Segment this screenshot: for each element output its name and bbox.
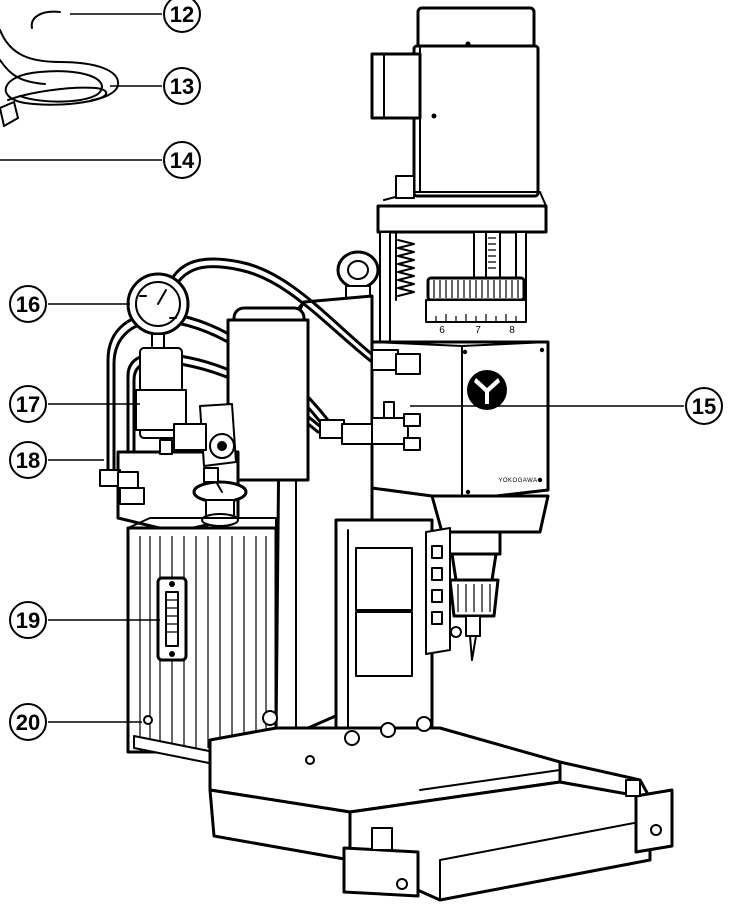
callout-18: 18 bbox=[9, 441, 47, 479]
pressure-gauge bbox=[126, 272, 190, 349]
callout-12-label: 12 bbox=[170, 2, 194, 27]
callout-18-label: 18 bbox=[16, 448, 40, 473]
spindle-frame bbox=[376, 175, 548, 343]
callout-20: 20 bbox=[9, 703, 47, 741]
callout-14-label: 14 bbox=[170, 148, 195, 173]
callout-20-label: 20 bbox=[16, 710, 40, 735]
hydraulic-unit bbox=[99, 306, 310, 534]
brand-label: YOKOGAWA bbox=[498, 478, 537, 484]
dial-scale-7: 7 bbox=[475, 325, 481, 336]
hose-fittings bbox=[319, 349, 421, 451]
callout-13-label: 13 bbox=[170, 74, 194, 99]
power-cable-coil bbox=[0, 10, 120, 127]
dial-scale-8: 8 bbox=[509, 325, 515, 336]
callout-14: 14 bbox=[163, 141, 201, 179]
yokogawa-logo bbox=[467, 370, 507, 410]
callout-15: 15 bbox=[685, 387, 723, 425]
chuck bbox=[430, 494, 550, 661]
eye-bolt bbox=[336, 250, 380, 301]
depth-dial bbox=[425, 276, 527, 323]
callout-16-label: 16 bbox=[16, 292, 40, 317]
dial-scale-6: 6 bbox=[439, 325, 445, 336]
callout-17: 17 bbox=[9, 385, 47, 423]
callout-19: 19 bbox=[9, 601, 47, 639]
leader-lines bbox=[0, 13, 684, 723]
callout-12: 12 bbox=[163, 0, 201, 33]
callout-19-label: 19 bbox=[16, 608, 40, 633]
callout-13: 13 bbox=[163, 67, 201, 105]
callout-17-label: 17 bbox=[16, 392, 40, 417]
callout-16: 16 bbox=[9, 285, 47, 323]
base bbox=[208, 710, 674, 902]
callout-15-label: 15 bbox=[692, 394, 716, 419]
motor bbox=[370, 6, 540, 198]
side-panel bbox=[425, 527, 462, 655]
oil-tank bbox=[126, 517, 278, 765]
